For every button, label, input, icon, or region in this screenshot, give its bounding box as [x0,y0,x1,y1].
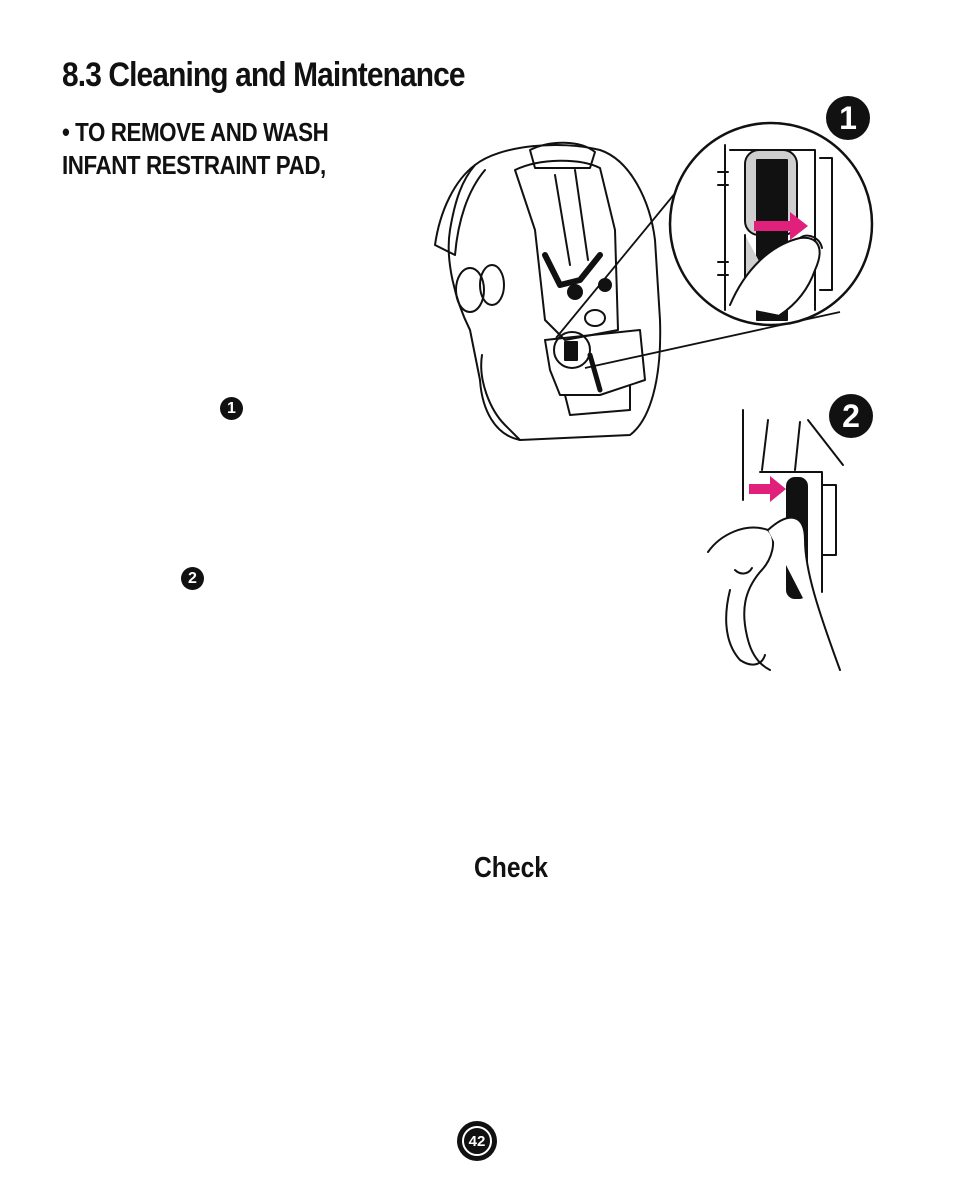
subhead-line-1: • TO REMOVE AND WASH [62,117,329,147]
step-2-reference-badge: 2 [181,567,204,590]
figure-1-number: 1 [839,99,857,136]
figure-2-badge: 2 [829,394,873,438]
page-number-badge: 42 [457,1121,497,1161]
check-label: Check [474,852,548,884]
step-2-reference-text: 2 [188,569,197,587]
page-title: 8.3 Cleaning and Maintenance [62,56,466,94]
page-number: 42 [462,1126,492,1156]
figure-2-number: 2 [842,397,860,434]
figure-1-badge: 1 [826,96,870,140]
step-1-reference-text: 1 [227,399,236,417]
section-subheading: • TO REMOVE AND WASH INFANT RESTRAINT PA… [62,116,329,182]
subhead-line-2: INFANT RESTRAINT PAD, [62,150,326,180]
step-1-reference-badge: 1 [220,397,243,420]
